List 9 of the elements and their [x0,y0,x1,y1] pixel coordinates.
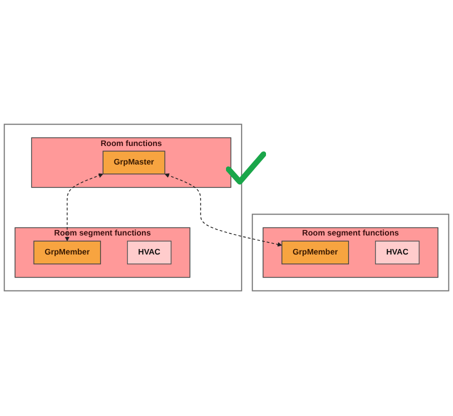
arrow [164,174,282,248]
node-box: GrpMember [33,241,101,265]
node-box: GrpMaster [102,151,166,175]
node-box: HVAC [375,241,420,265]
node-box: HVAC [127,241,172,265]
cluster [4,124,242,292]
arrow [64,174,104,242]
cluster [252,214,450,292]
node-box: GrpMember [281,241,349,265]
